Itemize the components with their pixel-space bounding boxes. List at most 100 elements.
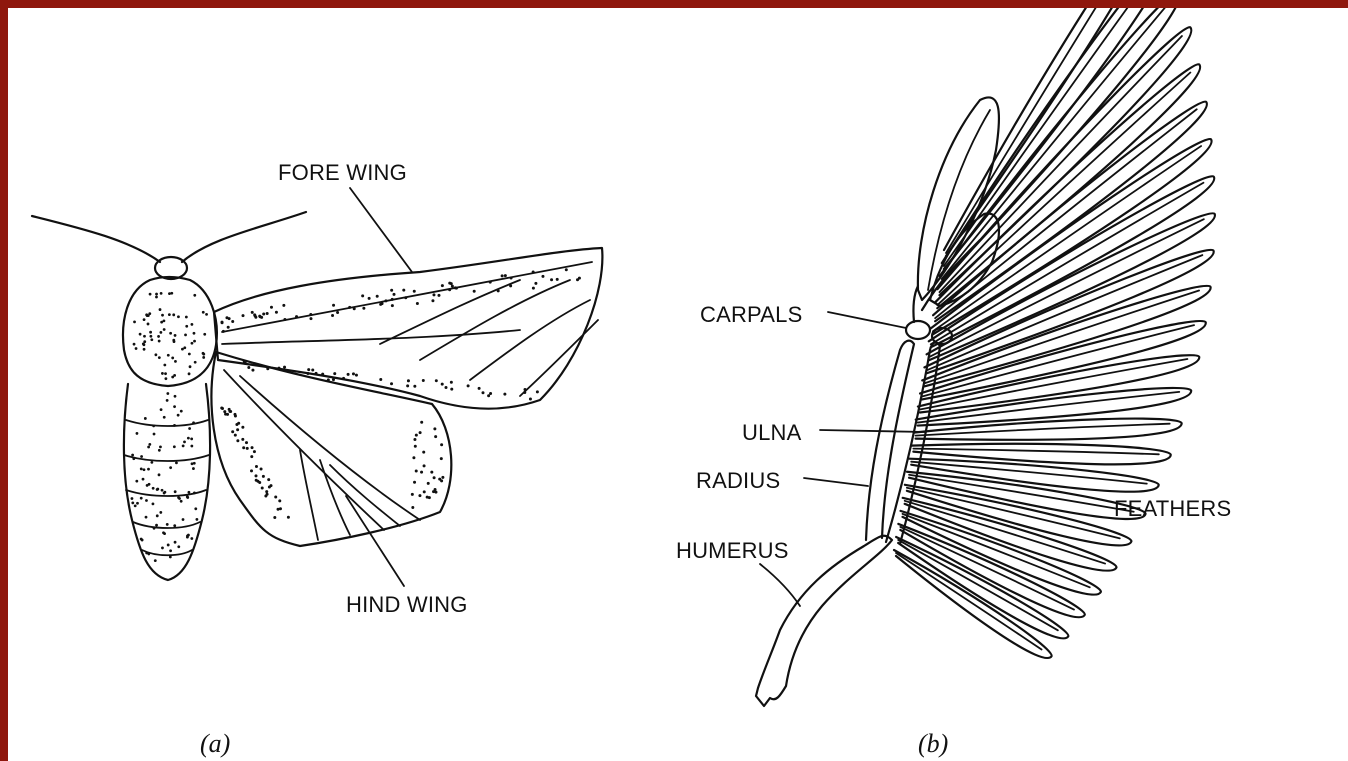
stipple-dot	[193, 462, 196, 465]
stipple-dot	[235, 423, 238, 426]
stipple-dot	[391, 304, 394, 307]
stipple-dot	[193, 340, 196, 343]
stipple-dot	[404, 296, 407, 299]
stipple-dot	[355, 374, 358, 377]
stipple-dot	[148, 312, 151, 315]
stipple-dot	[143, 468, 146, 471]
stipple-dot	[390, 289, 393, 292]
stipple-dot	[202, 311, 205, 314]
abdomen-segment	[124, 455, 209, 461]
stipple-dot	[143, 343, 146, 346]
stipple-dot	[441, 476, 444, 479]
fore-wing-leader	[350, 188, 412, 272]
stipple-dot	[450, 381, 453, 384]
stipple-dot	[250, 469, 253, 472]
stipple-dot	[148, 443, 151, 446]
stipple-dot	[222, 330, 225, 333]
stipple-dot	[145, 313, 148, 316]
stipple-dot	[420, 471, 423, 474]
stipple-dot	[191, 342, 194, 345]
flight-feathers	[894, 8, 1215, 658]
stipple-dot	[164, 377, 167, 380]
stipple-dot	[145, 552, 148, 555]
stipple-dot	[348, 306, 351, 309]
stipple-dot	[422, 451, 425, 454]
stipple-dot	[139, 333, 142, 336]
stipple-dot	[253, 450, 256, 453]
stipple-dot	[136, 502, 139, 505]
stipple-dot	[158, 473, 161, 476]
stipple-dot	[155, 296, 158, 299]
hind-wing-vein	[224, 370, 384, 530]
stipple-dot	[132, 457, 135, 460]
stipple-dot	[145, 516, 148, 519]
stipple-dot	[332, 378, 335, 381]
stipple-dot	[153, 527, 156, 530]
feather-shaft	[942, 8, 1172, 279]
stipple-dot	[143, 340, 146, 343]
stipple-dot	[225, 316, 228, 319]
stipple-dot	[160, 292, 163, 295]
radius-bone	[866, 341, 914, 540]
stipple-dot	[161, 372, 164, 375]
stipple-dot	[283, 318, 286, 321]
stipple-dot	[193, 332, 196, 335]
stipple-dot	[147, 446, 150, 449]
stipple-dot	[473, 290, 476, 293]
stipple-dot	[161, 547, 164, 550]
stipple-dot	[251, 311, 254, 314]
stipple-dot	[503, 393, 506, 396]
stipple-dot	[174, 360, 177, 363]
digit-bone	[913, 286, 918, 322]
stipple-dot	[236, 439, 239, 442]
stipple-dot	[173, 374, 176, 377]
stipple-dot	[450, 388, 453, 391]
feather-shaft	[909, 475, 1134, 512]
stipple-dot	[203, 333, 206, 336]
stipple-dot	[234, 415, 237, 418]
stipple-dot	[379, 303, 382, 306]
stipple-dot	[174, 541, 177, 544]
stipple-dot	[156, 488, 159, 491]
stipple-dot	[234, 434, 237, 437]
stipple-dot	[309, 317, 312, 320]
stipple-dot	[149, 335, 152, 338]
stipple-dot	[327, 378, 330, 381]
stipple-dot	[277, 367, 280, 370]
stipple-dot	[140, 467, 143, 470]
stipple-dot	[241, 438, 244, 441]
stipple-dot	[169, 556, 172, 559]
stipple-dot	[202, 356, 205, 359]
stipple-dot	[413, 385, 416, 388]
stipple-dot	[315, 372, 318, 375]
stipple-dot	[393, 293, 396, 296]
stipple-dot	[229, 410, 232, 413]
abdomen-segment	[126, 420, 208, 426]
stipple-dot	[191, 323, 194, 326]
stipple-dot	[274, 495, 277, 498]
stipple-dot	[227, 326, 230, 329]
stipple-dot	[311, 368, 314, 371]
stipple-dot	[275, 311, 278, 314]
stipple-dot	[142, 478, 145, 481]
stipple-dot	[164, 372, 167, 375]
stipple-dot	[467, 384, 470, 387]
label-carpals: CARPALS	[700, 302, 802, 327]
stipple-dot	[347, 373, 350, 376]
stipple-dot	[140, 497, 143, 500]
stipple-dot	[182, 444, 185, 447]
stipple-dot	[497, 289, 500, 292]
stipple-dot	[416, 302, 419, 305]
stipple-dot	[131, 497, 134, 500]
fore-wing-vein	[420, 280, 570, 360]
stipple-dot	[131, 501, 134, 504]
stipple-dot	[331, 314, 334, 317]
stipple-dot	[162, 531, 165, 534]
stipple-dot	[250, 455, 253, 458]
stipple-dot	[174, 395, 177, 398]
stipple-dot	[174, 334, 177, 337]
stipple-dot	[193, 294, 196, 297]
stipple-dot	[423, 464, 426, 467]
stipple-dot	[390, 382, 393, 385]
fore-wing-vein	[222, 330, 520, 344]
